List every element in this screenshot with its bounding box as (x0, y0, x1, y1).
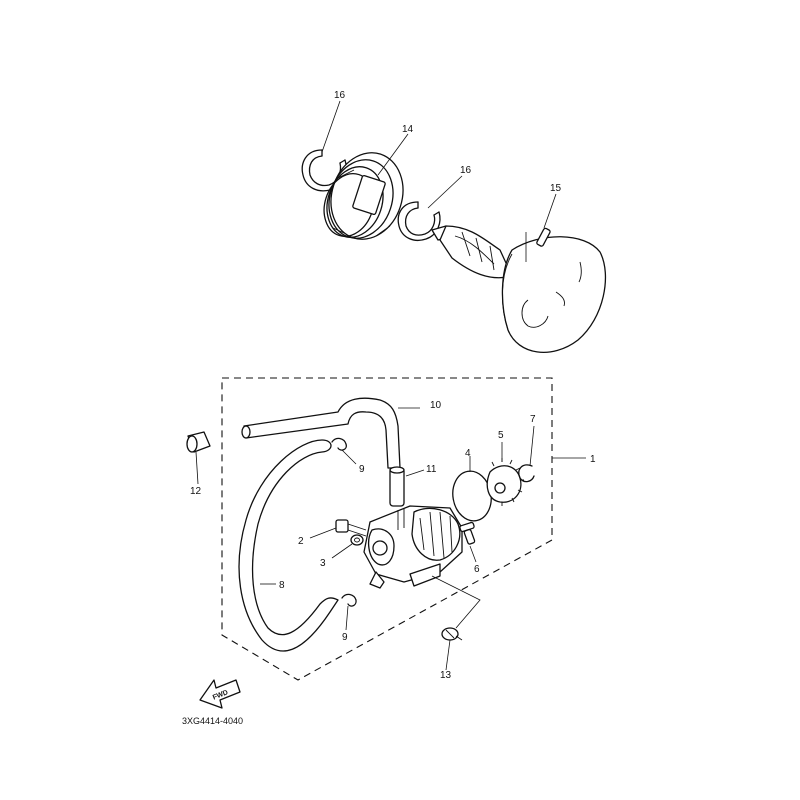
callout-12: 12 (190, 486, 202, 497)
screw-13 (441, 627, 463, 641)
callout-4: 4 (465, 448, 471, 459)
crankshaft (431, 225, 607, 353)
callout-9-lower: 9 (342, 632, 348, 643)
hose-clip-9-upper (331, 437, 347, 451)
washer-3 (350, 534, 364, 546)
oil-hose-8 (238, 439, 339, 652)
callout-2: 2 (298, 536, 304, 547)
oil-pump-drive-gear-14 (323, 152, 404, 240)
callout-5: 5 (498, 430, 504, 441)
callout-13: 13 (440, 670, 452, 681)
pipe-11 (389, 466, 405, 507)
oil-pump-body (363, 505, 475, 589)
leader-lines (195, 100, 586, 671)
callout-1: 1 (590, 454, 596, 465)
callout-8: 8 (279, 580, 285, 591)
oil-hose-10 (241, 397, 401, 469)
callout-3: 3 (320, 558, 326, 569)
callout-10: 10 (430, 400, 442, 411)
callout-15: 15 (550, 183, 562, 194)
callout-16-right: 16 (460, 165, 472, 176)
oil-pump-driven-gear-5 (486, 458, 524, 506)
callout-7: 7 (530, 414, 536, 425)
callout-14: 14 (402, 124, 414, 135)
callout-11: 11 (426, 464, 437, 475)
callout-6: 6 (474, 564, 480, 575)
circlip-16-right (397, 201, 441, 241)
cap-12 (186, 431, 211, 453)
hose-clip-9-lower (341, 593, 357, 607)
drawing-code: 3XG4414-4040 (182, 716, 243, 726)
forward-arrow-icon: FWD (199, 679, 241, 709)
pin-6 (463, 528, 476, 545)
pump-assembly-outline (221, 377, 553, 681)
bolt-2 (335, 519, 367, 537)
circlip-7 (518, 464, 535, 483)
dowel-pin-15 (525, 227, 551, 262)
callout-16-left: 16 (334, 90, 346, 101)
callout-9-upper: 9 (359, 464, 365, 475)
